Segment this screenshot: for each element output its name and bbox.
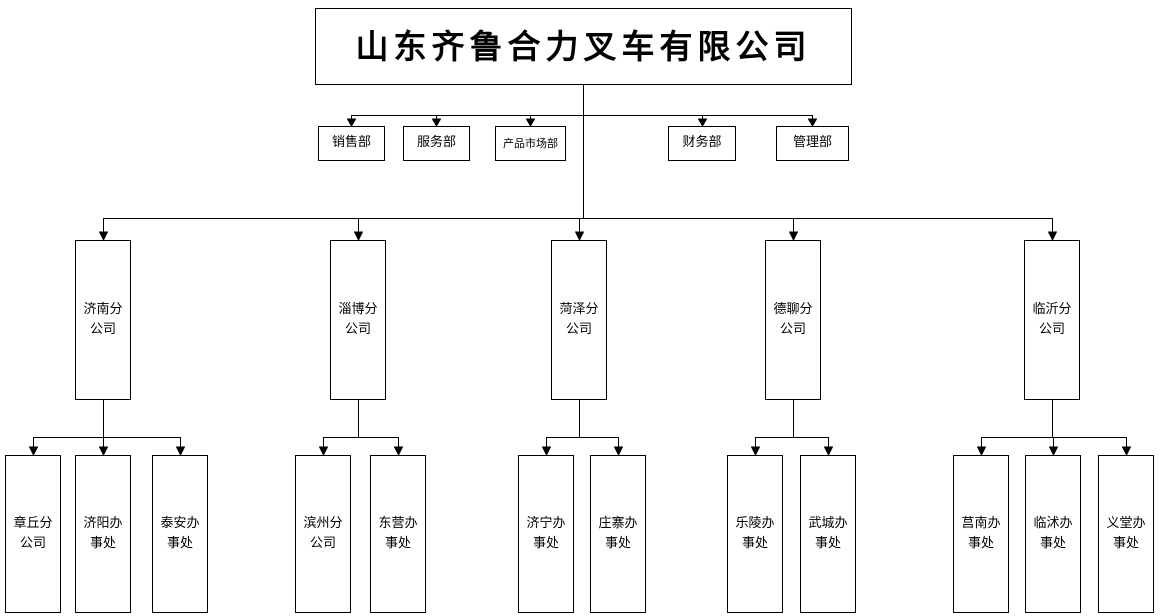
office-box-binzhou: 滨州分 公司 xyxy=(295,455,351,613)
office-box-dongying: 东营办 事处 xyxy=(370,455,426,613)
branch-label: 菏泽分 公司 xyxy=(559,301,599,337)
arrow-down-icon xyxy=(750,446,761,457)
office-label: 武城办 事处 xyxy=(808,515,848,551)
office-label: 济阳办 事处 xyxy=(83,515,123,551)
office-label: 济宁办 事处 xyxy=(526,515,566,551)
dept-label: 服务部 xyxy=(416,135,456,151)
dept-box-management: 管理部 xyxy=(776,126,849,161)
office-label: 义堂办 事处 xyxy=(1106,515,1146,551)
branch-label: 淄博分 公司 xyxy=(338,301,378,337)
office-label: 泰安办 事处 xyxy=(160,515,200,551)
office-label: 临沭办 事处 xyxy=(1033,515,1073,551)
office-label: 莒南办 事处 xyxy=(961,515,1001,551)
office-label: 东营办 事处 xyxy=(378,515,418,551)
branch-label: 济南分 公司 xyxy=(83,301,123,337)
company-root-box: 山东齐鲁合力叉车有限公司 xyxy=(315,8,852,85)
branch-box-jinan: 济南分 公司 xyxy=(75,240,131,400)
dept-label: 管理部 xyxy=(792,135,832,151)
office-box-wucheng: 武城办 事处 xyxy=(800,455,856,613)
arrow-down-icon xyxy=(353,231,364,242)
arrow-down-icon xyxy=(98,446,109,457)
arrow-down-icon xyxy=(788,231,799,242)
office-label: 庄寨办 事处 xyxy=(598,515,638,551)
branch-box-zibo: 淄博分 公司 xyxy=(330,240,386,400)
dept-label: 销售部 xyxy=(331,135,371,151)
arrow-down-icon xyxy=(98,231,109,242)
arrow-down-icon xyxy=(823,446,834,457)
branch-label: 德聊分 公司 xyxy=(773,301,813,337)
office-box-junan: 莒南办 事处 xyxy=(953,455,1009,613)
arrow-down-icon xyxy=(346,118,357,128)
office-box-zhuangzhai: 庄寨办 事处 xyxy=(590,455,646,613)
arrow-down-icon xyxy=(697,118,708,128)
branch-box-heze: 菏泽分 公司 xyxy=(551,240,607,400)
branch-label: 临沂分 公司 xyxy=(1032,301,1072,337)
dept-label: 财务部 xyxy=(682,135,722,151)
office-box-leling: 乐陵办 事处 xyxy=(727,455,783,613)
arrow-down-icon xyxy=(28,446,39,457)
branch-box-linyi: 临沂分 公司 xyxy=(1024,240,1080,400)
connector-heze-to-offices xyxy=(541,400,624,457)
arrow-down-icon xyxy=(175,446,186,457)
arrow-down-icon xyxy=(1048,446,1059,457)
arrow-down-icon xyxy=(393,446,404,457)
arrow-down-icon xyxy=(574,231,585,242)
connector-zibo-to-offices xyxy=(318,400,404,457)
connector-root-to-branches xyxy=(98,218,1058,242)
arrow-down-icon xyxy=(1121,446,1132,457)
office-box-jining: 济宁办 事处 xyxy=(518,455,574,613)
arrow-down-icon xyxy=(525,118,536,128)
office-label: 章丘分 公司 xyxy=(13,515,53,551)
arrow-down-icon xyxy=(976,446,987,457)
office-box-zhangqiu: 章丘分 公司 xyxy=(5,455,61,613)
connector-jinan-to-offices xyxy=(28,400,186,457)
dept-box-finance: 财务部 xyxy=(668,126,736,161)
office-box-jiyang: 济阳办 事处 xyxy=(75,455,131,613)
arrow-down-icon xyxy=(541,446,552,457)
connector-linyi-to-offices xyxy=(976,400,1132,457)
arrow-down-icon xyxy=(1047,231,1058,242)
dept-box-sales: 销售部 xyxy=(318,126,385,161)
dept-box-service: 服务部 xyxy=(403,126,470,161)
company-root-label: 山东齐鲁合力叉车有限公司 xyxy=(355,26,812,66)
connector-deliao-to-offices xyxy=(750,400,834,457)
office-box-taian: 泰安办 事处 xyxy=(152,455,208,613)
office-box-yitang: 义堂办 事处 xyxy=(1098,455,1154,613)
office-label: 滨州分 公司 xyxy=(303,515,343,551)
arrow-down-icon xyxy=(613,446,624,457)
office-box-linshu: 临沭办 事处 xyxy=(1025,455,1081,613)
arrow-down-icon xyxy=(807,118,818,128)
dept-box-product-market: 产品市场部 xyxy=(495,126,566,161)
arrow-down-icon xyxy=(431,118,442,128)
office-label: 乐陵办 事处 xyxy=(735,515,775,551)
branch-box-deliao: 德聊分 公司 xyxy=(765,240,821,400)
dept-label: 产品市场部 xyxy=(503,136,558,150)
arrow-down-icon xyxy=(318,446,329,457)
connector-root-to-departments xyxy=(346,85,818,219)
